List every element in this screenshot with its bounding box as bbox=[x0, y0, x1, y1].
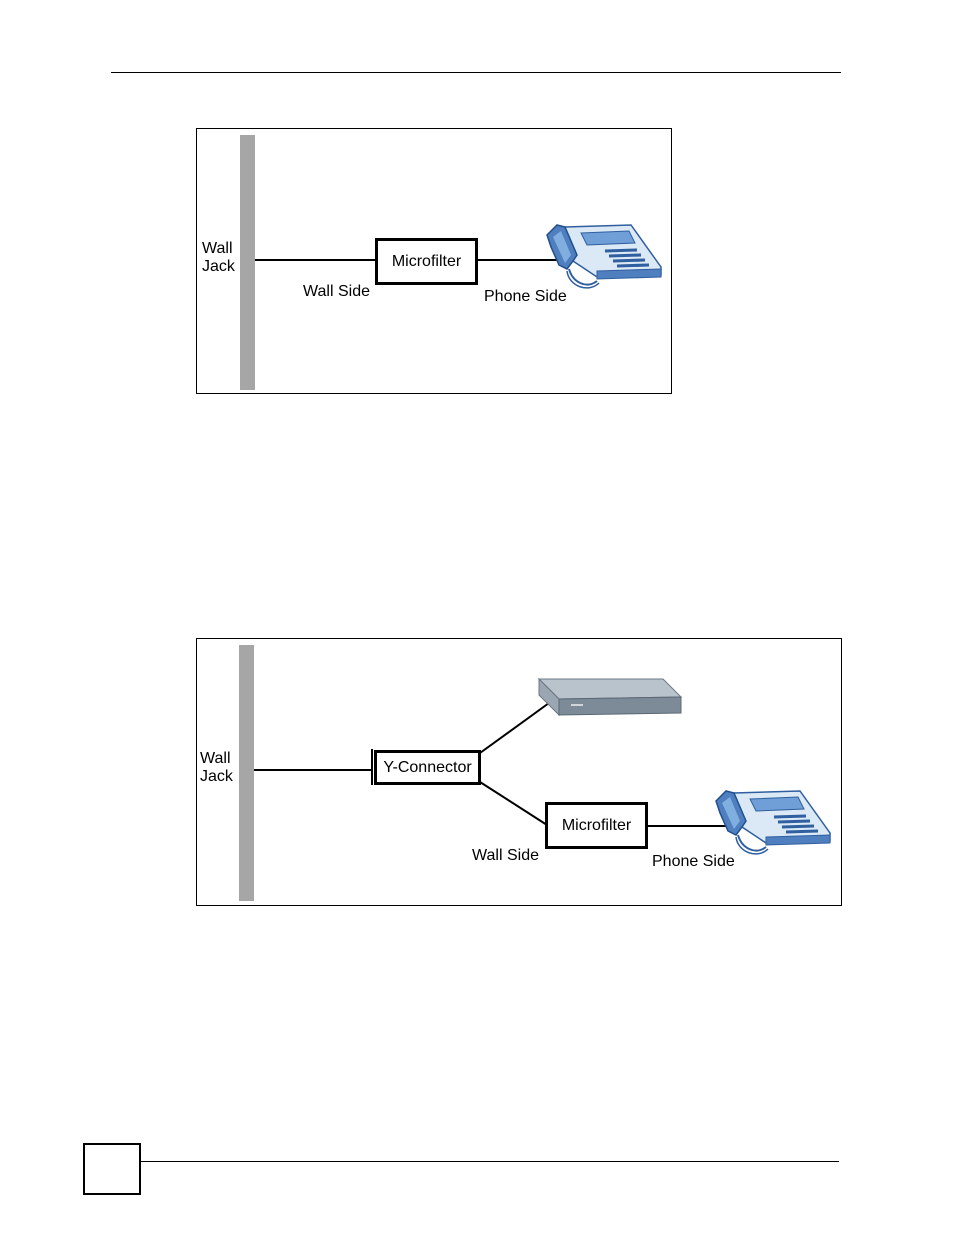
page-number-box bbox=[83, 1143, 141, 1195]
microfilter-box: Microfilter bbox=[375, 238, 478, 285]
wall-jack-bar bbox=[240, 135, 255, 390]
modem-device-icon bbox=[537, 677, 683, 719]
wall-jack-label-line2: Jack bbox=[202, 258, 235, 276]
footer-rule bbox=[141, 1161, 839, 1162]
telephone-icon bbox=[543, 221, 663, 295]
microfilter-box: Microfilter bbox=[545, 802, 648, 849]
wire-wall-to-microfilter bbox=[255, 259, 376, 261]
branch-wires bbox=[197, 639, 843, 907]
telephone-icon bbox=[712, 787, 832, 861]
wall-jack-label-line1: Wall bbox=[202, 240, 233, 258]
wall-side-label: Wall Side bbox=[472, 847, 539, 865]
figure-1-panel: Wall Jack Microfilter Wall Side Phone Si… bbox=[196, 128, 672, 394]
wall-side-label: Wall Side bbox=[303, 283, 370, 301]
header-rule bbox=[111, 72, 841, 73]
figure-2-panel: Wall Jack Y-Connector Microfilter Wall S… bbox=[196, 638, 842, 906]
